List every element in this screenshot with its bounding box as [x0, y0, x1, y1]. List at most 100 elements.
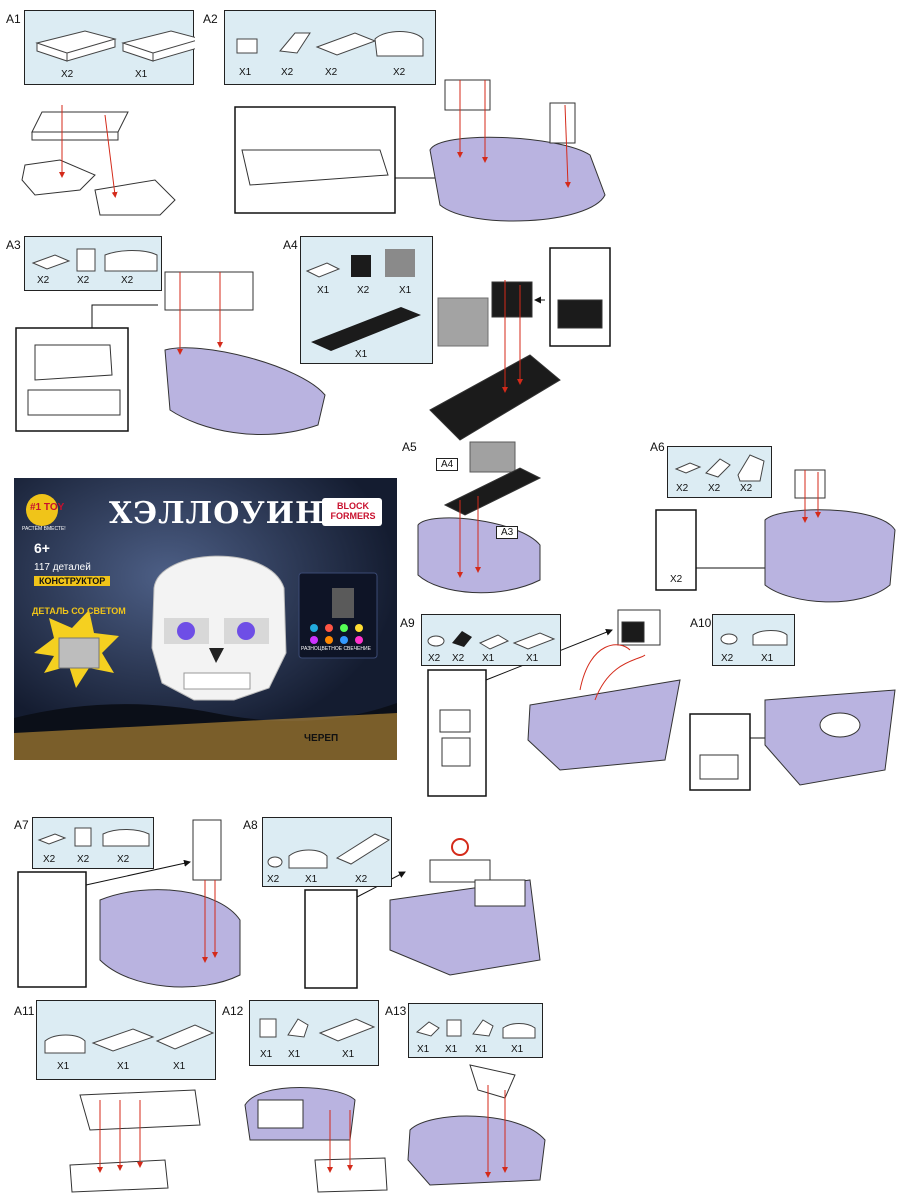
age-rating: 6+: [34, 540, 50, 556]
a3-build: [15, 271, 326, 435]
cover-background: [14, 478, 397, 760]
brick-icon: [37, 827, 150, 847]
qty: X1: [317, 285, 330, 296]
a9-build: [427, 609, 681, 797]
qty: X1: [417, 1044, 430, 1055]
a12-build: [244, 1087, 388, 1193]
qty: X1: [288, 1049, 301, 1060]
qty: X2: [355, 874, 368, 885]
qty: X2: [117, 854, 130, 865]
step-a9-parts: X2 X2 X1 X1: [421, 614, 561, 666]
qty: X1: [526, 653, 539, 664]
brick-icon: [236, 31, 424, 57]
qty: X2: [267, 874, 280, 885]
qty: X2: [37, 275, 50, 286]
step-a13-parts: X1 X1 X1 X1: [408, 1003, 543, 1058]
qty: X2: [393, 67, 406, 78]
brick-icon: [35, 30, 203, 62]
a1-build: [21, 105, 176, 216]
a7-build: [17, 819, 241, 988]
qty: X1: [239, 67, 252, 78]
brick-icon: [267, 833, 391, 869]
step-a7-parts: X2 X2 X2: [32, 817, 154, 869]
step-a3-parts: X2 X2 X2: [24, 236, 162, 291]
a11-build: [69, 1089, 201, 1193]
step-a2-label: A2: [203, 12, 218, 26]
a10-build: [689, 689, 896, 791]
step-a11-label: A11: [14, 1004, 35, 1018]
step-a4-label: A4: [283, 238, 298, 252]
piece-count: 117 деталей: [34, 562, 91, 573]
qty: X1: [173, 1061, 186, 1072]
step-a13-label: A13: [385, 1004, 407, 1018]
step-a2-parts: X1 X2 X2 X2: [224, 10, 436, 85]
step-a4-parts: X1 X2 X1 X1: [300, 236, 433, 364]
step-a9-label: A9: [400, 616, 415, 630]
a8-build: [304, 838, 541, 989]
step-a8-parts: X2 X1 X2: [262, 817, 392, 887]
qty: X1: [445, 1044, 458, 1055]
model-name: ЧЕРЕП: [304, 733, 339, 744]
ref-a4-tag: A4: [436, 458, 459, 471]
qty: X2: [281, 67, 294, 78]
step-a1-parts: X2 X1: [24, 10, 203, 85]
brick-icon: [427, 631, 556, 650]
qty: X2: [670, 574, 683, 585]
qty: X2: [357, 285, 370, 296]
step-a8-label: A8: [243, 818, 258, 832]
qty: X2: [325, 67, 338, 78]
qty: X2: [61, 69, 74, 80]
a6-build: [655, 469, 896, 603]
brick-icon: [415, 1019, 536, 1039]
qty: X1: [355, 349, 368, 360]
a2-build: [234, 79, 606, 222]
brick-icon: [259, 1018, 376, 1042]
step-a12-parts: X1 X1 X1: [249, 1000, 379, 1066]
qty: X2: [740, 483, 753, 494]
ref-a3-tag: A3: [496, 526, 519, 539]
brick-icon: [44, 1024, 215, 1054]
step-a6-label: A6: [650, 440, 665, 454]
qty: X2: [77, 275, 90, 286]
qty: X1: [57, 1061, 70, 1072]
brick-icon: [674, 454, 765, 482]
step-a3-label: A3: [6, 238, 21, 252]
qty: X1: [482, 653, 495, 664]
step-a10-label: A10: [690, 616, 712, 630]
kind-badge: КОНСТРУКТОР: [34, 576, 111, 586]
step-a7-label: A7: [14, 818, 29, 832]
qty: X1: [342, 1049, 355, 1060]
light-part-label: ДЕТАЛЬ СО СВЕТОМ: [32, 606, 126, 616]
step-a12-label: A12: [222, 1004, 244, 1018]
qty: X2: [43, 854, 56, 865]
qty: X1: [399, 285, 412, 296]
qty: X1: [135, 69, 148, 80]
brick-icon: [31, 248, 158, 272]
a4-build: [429, 247, 611, 441]
product-cover: #1 TOY РАСТЁМ ВМЕСТЕ! ХЭЛЛОУИН BLOCK FOR…: [14, 478, 397, 760]
qty: X2: [676, 483, 689, 494]
qty: X2: [428, 653, 441, 664]
step-a1-label: A1: [6, 12, 21, 26]
series-logo: BLOCK FORMERS: [330, 501, 376, 521]
qty: X2: [708, 483, 721, 494]
multicolor-label: РАЗНОЦВЕТНОЕ СВЕЧЕНИЕ: [301, 646, 371, 652]
qty: X1: [260, 1049, 273, 1060]
qty: X2: [452, 653, 465, 664]
qty: X1: [117, 1061, 130, 1072]
qty: X2: [77, 854, 90, 865]
step-a10-parts: X2 X1: [712, 614, 795, 666]
qty: X2: [121, 275, 134, 286]
step-a5-label: A5: [402, 440, 417, 454]
qty: X1: [305, 874, 318, 885]
cover-title: ХЭЛЛОУИН: [109, 496, 325, 531]
brick-icon: [720, 630, 788, 646]
qty: X1: [475, 1044, 488, 1055]
qty: X1: [761, 653, 774, 664]
a13-build: [407, 1064, 546, 1186]
brand-logo: #1 TOY: [30, 502, 65, 513]
brand-tagline: РАСТЁМ ВМЕСТЕ!: [22, 526, 66, 532]
qty: X1: [511, 1044, 524, 1055]
step-a11-parts: X1 X1 X1: [36, 1000, 216, 1080]
